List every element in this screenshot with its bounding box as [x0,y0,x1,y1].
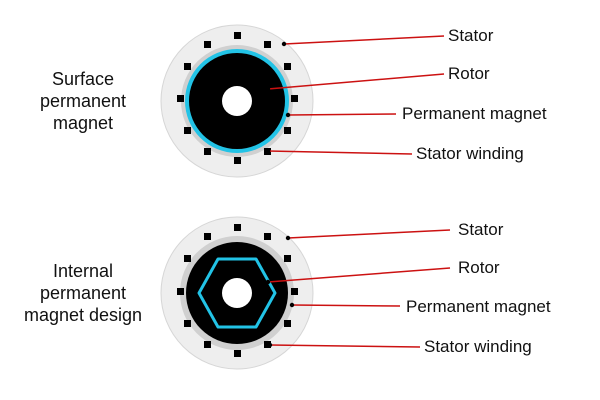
rotor-shaft-hole [222,86,252,116]
label-permanent-magnet: Permanent magnet [402,104,547,123]
stator-windings [177,224,298,357]
label-stator-winding: Stator winding [424,337,532,356]
winding-slot [264,233,271,240]
internal-pm-diagram [160,216,451,370]
winding-slot [234,32,241,39]
magnet-dot [285,112,291,118]
winding-dot [265,148,271,154]
stator-leader [287,229,451,239]
label-rotor: Rotor [448,64,490,83]
rotor-dot [265,279,271,285]
internal-pm-panel: Internal permanent magnet design Stator … [0,200,600,400]
rotor-leader [267,73,445,90]
winding-leader [269,344,421,348]
winding-slot [184,255,191,262]
winding-slot [234,350,241,357]
winding-slot [177,288,184,295]
winding-slot [234,157,241,164]
rotor-dot [265,86,271,92]
winding-dot [267,342,273,348]
winding-slot [291,95,298,102]
winding-slot [204,148,211,155]
winding-slot [284,63,291,70]
magnet-leader [287,113,397,116]
stator-leader [283,35,445,45]
label-stator: Stator [458,220,504,239]
winding-slot [284,127,291,134]
label-permanent-magnet: Permanent magnet [406,297,551,316]
rotor-leader [267,267,451,283]
winding-slot [204,233,211,240]
magnet-leader [291,304,401,307]
leader-dots [265,41,291,154]
winding-slot [184,320,191,327]
stator-dot [281,41,287,47]
winding-slot [284,320,291,327]
winding-slot [234,224,241,231]
internal-pm-title: Internal permanent magnet design [23,261,143,325]
rotor-shaft-hole [222,278,252,308]
winding-slot [184,127,191,134]
winding-slot [284,255,291,262]
label-stator: Stator [448,26,494,45]
winding-leader [267,150,413,155]
label-rotor: Rotor [458,258,500,277]
stator-dot [285,235,291,241]
winding-slot [184,63,191,70]
winding-slot [264,341,271,348]
leader-lines [267,229,451,348]
surface-pm-panel: Surface permanent magnet Stator Rotor Pe… [39,24,547,178]
surface-pm-diagram [160,24,445,178]
winding-slot [204,41,211,48]
label-stator-winding: Stator winding [416,144,524,163]
winding-slot [291,288,298,295]
magnet-dot [289,302,295,308]
leader-dots [265,235,295,348]
winding-slot [204,341,211,348]
winding-slot [264,41,271,48]
winding-slot [177,95,184,102]
internal-magnets [197,257,277,329]
leader-lines [267,35,445,155]
surface-pm-title: Surface permanent magnet [39,69,127,133]
